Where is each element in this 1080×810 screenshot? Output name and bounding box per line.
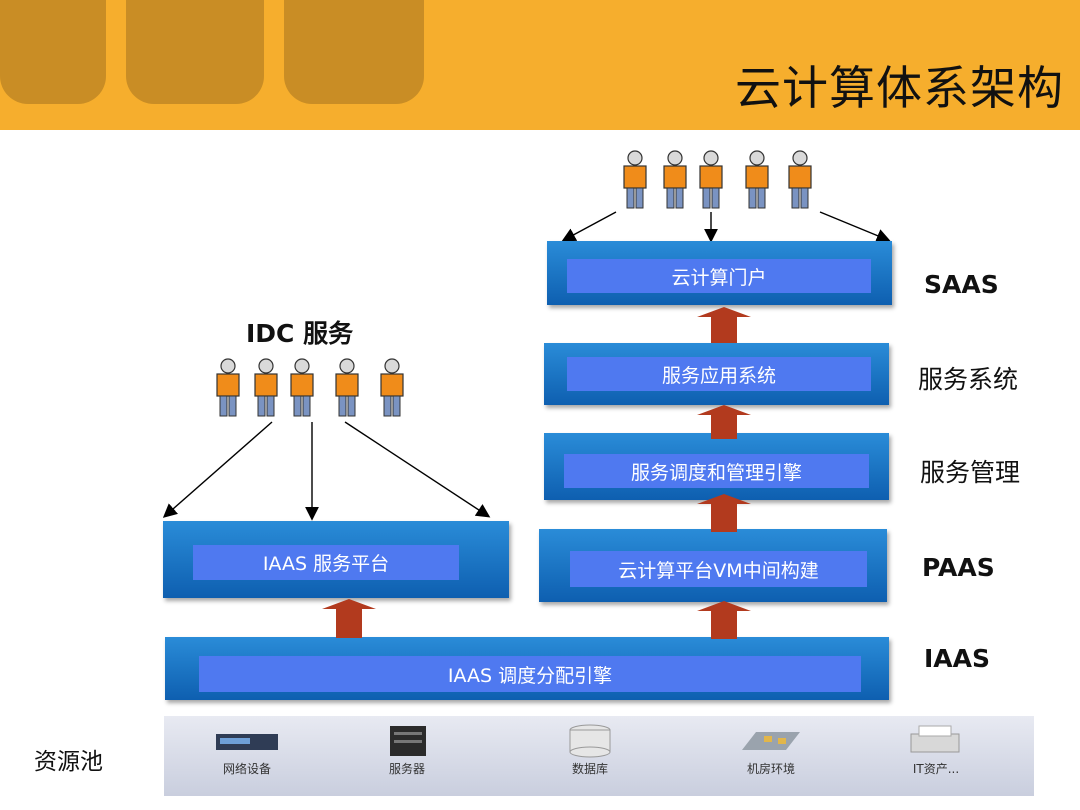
service-app-system-label: 服务应用系统: [567, 357, 871, 391]
up-arrow-icon: [697, 307, 751, 343]
datacenter-item: 机房环境: [726, 724, 816, 777]
idc-service-label: IDC 服务: [246, 319, 354, 348]
database-item: 数据库: [545, 724, 635, 777]
resource-label: 服务器: [388, 762, 425, 776]
paas-label: PAAS: [922, 553, 995, 582]
resource-label: IT资产...: [912, 762, 960, 776]
up-arrow-icon: [697, 405, 751, 439]
network-device-item: 网络设备: [202, 724, 292, 777]
up-arrow-icon: [697, 601, 751, 639]
server-item: 服务器: [362, 724, 452, 777]
service-mgmt-label: 服务管理: [920, 458, 1021, 487]
paas-layer-box: 云计算平台VM中间构建: [539, 529, 887, 602]
iaas-platform-label: IAAS 服务平台: [193, 545, 459, 580]
header-tab: [126, 0, 264, 104]
datacenter-icon: [742, 732, 800, 750]
resource-label: 数据库: [571, 762, 608, 776]
it-assets-item: IT资产...: [891, 724, 981, 777]
header-tab: [284, 0, 424, 104]
up-arrow-icon: [697, 494, 751, 532]
server-icon: [390, 726, 426, 756]
cloud-portal-label: 云计算门户: [567, 259, 871, 293]
iaas-platform-box: IAAS 服务平台: [163, 521, 509, 598]
iaas-engine-box: IAAS 调度分配引擎: [165, 637, 889, 700]
saas-label: SAAS: [924, 270, 999, 299]
database-icon: [569, 724, 611, 758]
vm-middleware-label: 云计算平台VM中间构建: [570, 551, 867, 587]
iaas-engine-label: IAAS 调度分配引擎: [199, 656, 861, 692]
service-system-box: 服务应用系统: [544, 343, 889, 405]
service-mgmt-box: 服务调度和管理引擎: [544, 433, 889, 500]
header-band: 云计算体系架构: [0, 0, 1080, 130]
resource-pool-bar: 网络设备 服务器 数据库 机房环境 IT资产...: [164, 716, 1034, 796]
service-engine-label: 服务调度和管理引擎: [564, 454, 869, 488]
iaas-label: IAAS: [924, 644, 991, 673]
resource-label: 网络设备: [222, 762, 271, 776]
network-switch-icon: [216, 734, 278, 750]
saas-layer-box: 云计算门户: [547, 241, 892, 305]
page-title: 云计算体系架构: [735, 61, 1064, 115]
header-tab: [0, 0, 106, 104]
resource-label: 机房环境: [746, 762, 795, 776]
service-system-label: 服务系统: [918, 365, 1019, 394]
resource-pool-label: 资源池: [34, 749, 103, 775]
up-arrow-icon: [322, 599, 376, 638]
printer-icon: [910, 725, 960, 753]
